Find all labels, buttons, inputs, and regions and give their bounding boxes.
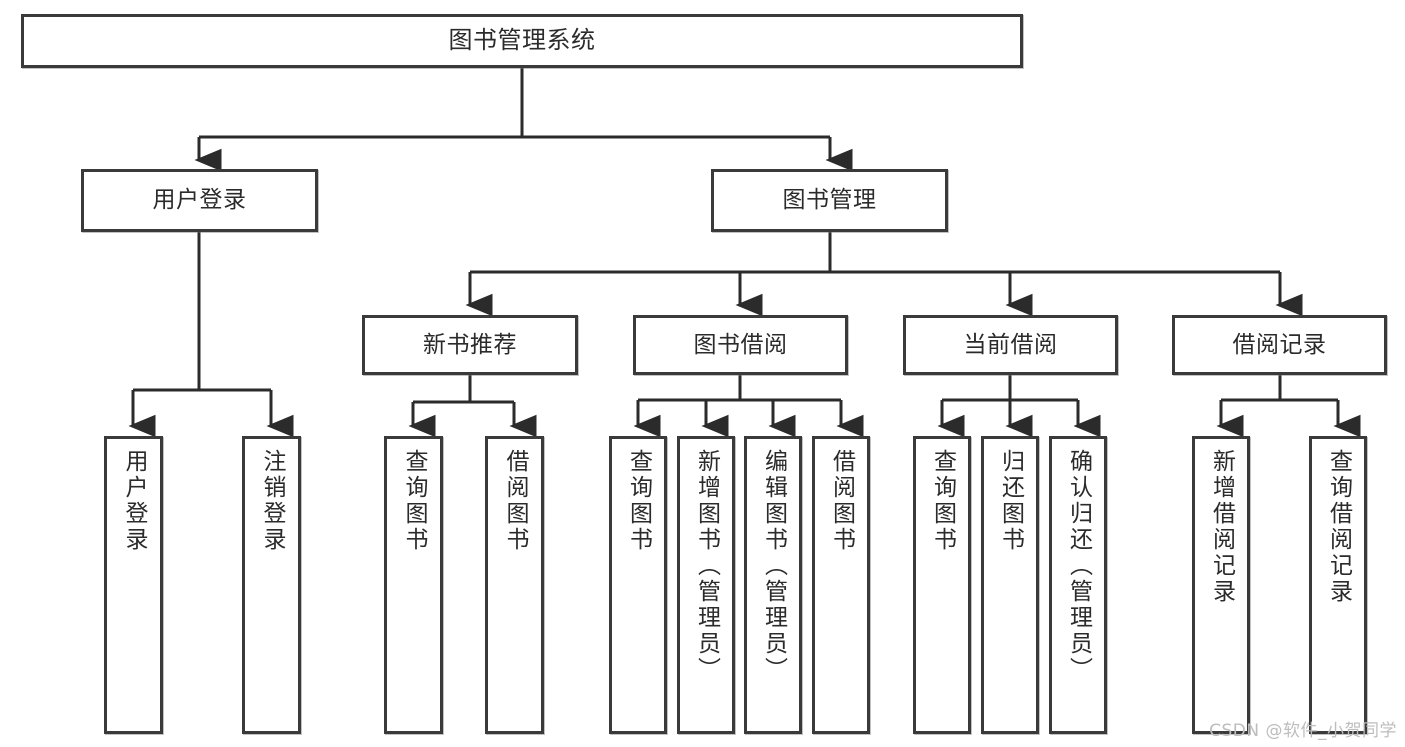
node-borrow-record[interactable]: 借阅记录 bbox=[1172, 315, 1387, 375]
node-label: 借阅记录 bbox=[1232, 331, 1327, 358]
node-label: 新增借阅记录 bbox=[1208, 449, 1235, 605]
node-label: 确认归还（管理员） bbox=[1065, 449, 1092, 683]
node-label: 借阅图书 bbox=[828, 449, 855, 553]
node-label: 注销登录 bbox=[259, 449, 285, 553]
node-current-borrow[interactable]: 当前借阅 bbox=[903, 315, 1118, 375]
node-label: 编辑图书（管理员） bbox=[760, 449, 787, 683]
leaf-add-book-admin[interactable]: 新增图书（管理员） bbox=[677, 436, 735, 734]
node-label: 图书借阅 bbox=[693, 331, 788, 358]
leaf-edit-book-admin[interactable]: 编辑图书（管理员） bbox=[744, 436, 802, 734]
node-label: 查询图书 bbox=[401, 449, 427, 553]
leaf-add-borrow-record[interactable]: 新增借阅记录 bbox=[1192, 436, 1250, 734]
node-new-book-recommend[interactable]: 新书推荐 bbox=[362, 315, 578, 375]
leaf-query-book-recommend[interactable]: 查询图书 bbox=[384, 436, 443, 734]
node-label: 查询图书 bbox=[625, 449, 652, 553]
leaf-user-login[interactable]: 用户登录 bbox=[104, 436, 163, 734]
leaf-confirm-return-admin[interactable]: 确认归还（管理员） bbox=[1049, 436, 1107, 734]
node-label: 图书管理系统 bbox=[448, 26, 596, 55]
node-book-borrow[interactable]: 图书借阅 bbox=[633, 315, 848, 375]
leaf-return-book[interactable]: 归还图书 bbox=[981, 436, 1039, 734]
node-book-manage[interactable]: 图书管理 bbox=[711, 169, 948, 232]
node-label: 用户登录 bbox=[121, 449, 147, 553]
node-label: 当前借阅 bbox=[963, 331, 1058, 358]
leaf-logout-login[interactable]: 注销登录 bbox=[242, 436, 301, 734]
node-label: 查询借阅记录 bbox=[1325, 449, 1352, 605]
node-label: 归还图书 bbox=[997, 449, 1024, 553]
leaf-borrow-book-borrow[interactable]: 借阅图书 bbox=[812, 436, 870, 734]
node-label: 用户登录 bbox=[152, 187, 247, 214]
leaf-query-book-current[interactable]: 查询图书 bbox=[913, 436, 971, 734]
node-label: 新增图书（管理员） bbox=[693, 449, 720, 683]
node-root-system[interactable]: 图书管理系统 bbox=[21, 14, 1023, 68]
leaf-query-book-borrow[interactable]: 查询图书 bbox=[609, 436, 667, 734]
node-label: 借阅图书 bbox=[502, 449, 528, 553]
node-label: 查询图书 bbox=[929, 449, 956, 553]
node-label: 图书管理 bbox=[782, 187, 877, 214]
node-user-login[interactable]: 用户登录 bbox=[81, 169, 318, 232]
leaf-query-borrow-record[interactable]: 查询借阅记录 bbox=[1309, 436, 1367, 734]
node-label: 新书推荐 bbox=[423, 331, 517, 358]
leaf-borrow-book-recommend[interactable]: 借阅图书 bbox=[485, 436, 544, 734]
csdn-watermark: CSDN @软件_小贺同学 bbox=[1209, 721, 1397, 741]
